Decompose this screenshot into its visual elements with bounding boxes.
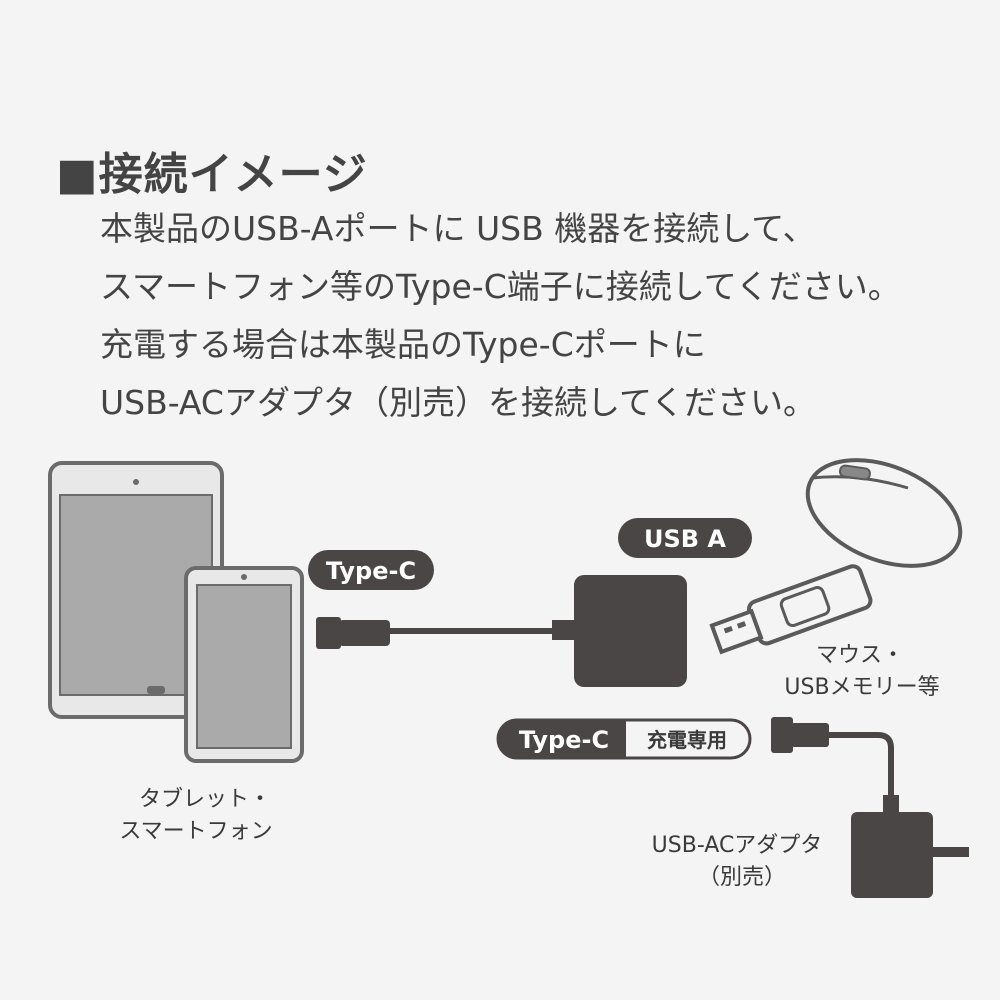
tablet-label-line-1: タブレット・ [139, 787, 271, 812]
usb-memory-illustration [709, 564, 873, 655]
tablet-label-line-2: スマートフォン [119, 819, 272, 844]
peripherals-label-line-2: USBメモリー等 [784, 675, 939, 700]
type-c-cable [316, 617, 576, 649]
page-heading: ■接続イメージ [56, 149, 368, 200]
usb-a-badge-text: USB A [644, 525, 726, 553]
description-line-2: スマートフォン等のType-C端子に接続してください。 [100, 267, 901, 306]
smartphone-illustration [184, 566, 304, 763]
description-line-1: 本製品のUSB-Aポートに USB 機器を接続して、 [100, 209, 816, 248]
usb-hub-device [574, 575, 687, 687]
type-c-charge-badge: Type-C 充電専用 [496, 718, 752, 760]
description: 本製品のUSB-Aポートに USB 機器を接続して、 スマートフォン等のType… [100, 200, 901, 432]
mouse-illustration [805, 458, 963, 568]
description-line-3: 充電する場合は本製品のType-Cポートに [100, 325, 706, 364]
adapter-label-line-1: USB-ACアダプタ [652, 833, 823, 858]
usb-a-badge: USB A [618, 518, 752, 558]
ac-adapter-illustration [771, 717, 969, 898]
peripherals-label-line-1: マウス・ [816, 643, 904, 668]
type-c-charge-badge-text: Type-C [519, 726, 609, 754]
description-line-4: USB-ACアダプタ（別売）を接続してください。 [100, 383, 816, 422]
type-c-badge-top: Type-C [308, 550, 434, 590]
charge-only-badge-text: 充電専用 [647, 728, 727, 752]
type-c-badge-top-text: Type-C [326, 557, 416, 585]
adapter-label-line-2: （別売） [698, 865, 786, 890]
